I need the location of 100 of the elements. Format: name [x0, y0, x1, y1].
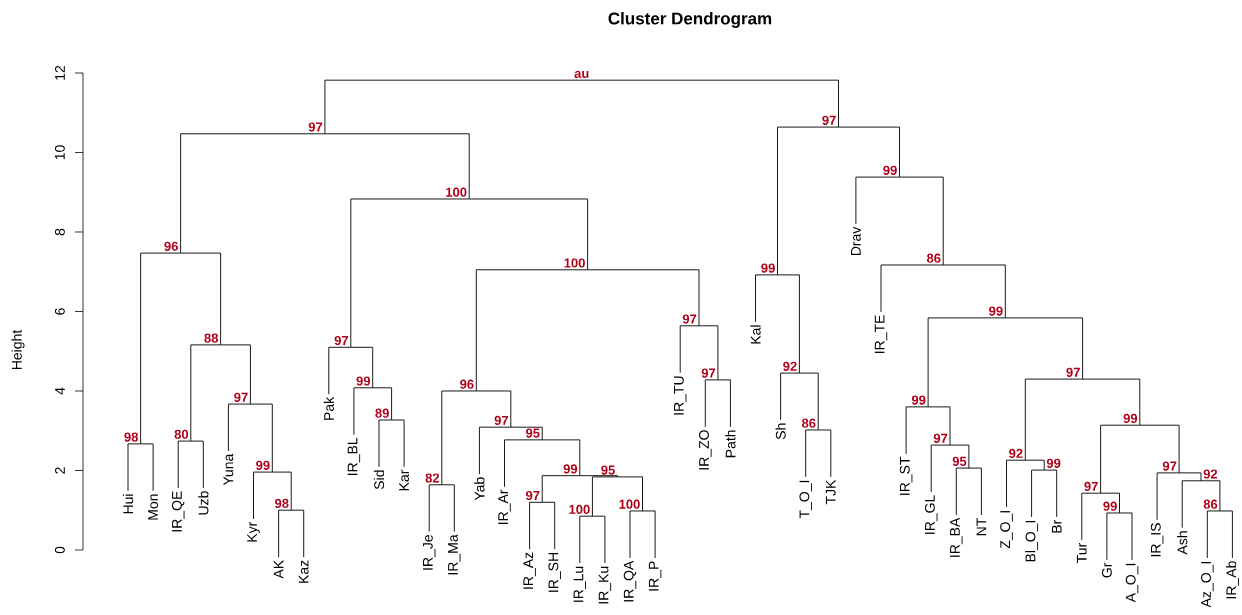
tree-branch — [227, 403, 251, 452]
tree-branch — [350, 198, 470, 348]
leaf-label: T_O_I — [799, 480, 812, 519]
tree-branch — [190, 344, 222, 442]
support-value: 97 — [822, 115, 836, 125]
tree-branch — [140, 443, 154, 492]
tree-branch — [290, 509, 305, 558]
leaf-label: IR_Je — [423, 535, 436, 570]
tree-branch — [180, 252, 222, 346]
support-value: 95 — [952, 456, 967, 466]
tree-branch — [350, 346, 374, 389]
tree-branch — [140, 252, 182, 445]
tree-branch — [1024, 459, 1045, 471]
tree-branch — [698, 325, 719, 381]
support-value: 99 — [761, 263, 775, 273]
support-value: 99 — [989, 306, 1003, 316]
tick-label: 0 — [54, 546, 65, 554]
tree-branch — [855, 176, 900, 225]
support-value: 86 — [801, 418, 816, 428]
leaf-label: Path — [725, 430, 736, 458]
leaf-label: IR_Ab — [1225, 561, 1239, 599]
leaf-label: IR_Ar — [498, 489, 511, 524]
tree-branch — [249, 403, 273, 473]
tick-label: 4 — [55, 387, 65, 395]
leaf-label: TJK — [825, 479, 836, 505]
support-value: 86 — [1203, 499, 1218, 509]
leaf-label: IR_GL — [924, 495, 938, 534]
tree-branch — [717, 379, 731, 428]
tree-branch — [220, 344, 251, 405]
support-value: 97 — [933, 433, 948, 443]
tree-branch — [1043, 469, 1058, 518]
leaf-label: Hui — [122, 494, 134, 514]
tree-branch — [441, 390, 477, 486]
tree-branch — [372, 387, 393, 421]
leaf-label: Z_O_I — [1000, 511, 1013, 549]
tree-branch — [478, 426, 512, 475]
leaf-label: IR_P — [648, 561, 662, 591]
support-value: 100 — [564, 258, 585, 268]
support-value: 100 — [569, 504, 590, 514]
tree-branch — [899, 176, 944, 266]
support-value: 97 — [234, 392, 248, 402]
tree-branch — [529, 501, 543, 550]
leaf-label: Br — [1051, 519, 1062, 533]
support-value: 82 — [425, 473, 440, 483]
tick-label: 10 — [54, 145, 65, 160]
support-value: 88 — [204, 333, 218, 343]
support-value: 97 — [526, 490, 540, 501]
axis-title: Height — [11, 329, 25, 370]
tree-branch — [905, 406, 929, 455]
tree-branch — [1139, 424, 1180, 474]
leaf-label: Ash — [1177, 531, 1188, 555]
tree-branch — [1024, 378, 1084, 461]
tree-branch — [930, 444, 951, 493]
tree-branch — [378, 419, 393, 468]
tree-branch — [1181, 480, 1202, 529]
support-value: 92 — [1009, 448, 1023, 458]
tree-branch — [324, 79, 583, 135]
leaf-label: Kaz — [298, 560, 309, 583]
chart-title: Cluster Dendrogram — [608, 12, 772, 28]
tree-branch — [441, 484, 455, 533]
tree-branch — [642, 510, 656, 559]
support-value: 97 — [682, 314, 697, 324]
tree-branch — [581, 79, 839, 128]
tree-branch — [353, 387, 374, 436]
leaf-label: NT — [976, 518, 987, 536]
support-value: 99 — [563, 464, 578, 474]
leaf-label: IR_ST — [899, 456, 913, 495]
support-value: 99 — [1103, 501, 1117, 511]
support-value: 98 — [124, 432, 138, 442]
tree-branch — [838, 126, 900, 178]
tree-branch — [927, 317, 1006, 408]
leaf-label: IR_BA — [950, 517, 963, 557]
support-value: 97 — [701, 368, 716, 378]
tree-branch — [949, 444, 970, 469]
tree-branch — [127, 443, 142, 492]
leaf-label: Sh — [775, 423, 786, 440]
tree-branch — [591, 476, 618, 517]
leaf-label: Mon — [148, 494, 158, 520]
leaf-label: Kyr — [247, 521, 260, 542]
support-value: 95 — [601, 465, 615, 475]
support-value: 99 — [1046, 458, 1061, 468]
tree-branch — [1219, 510, 1233, 559]
tree-branch — [798, 372, 819, 431]
tree-branch — [880, 264, 944, 313]
support-value: 100 — [619, 499, 640, 509]
tree-branch — [1200, 480, 1221, 512]
tree-branch — [541, 439, 581, 477]
support-value: 98 — [275, 498, 289, 508]
tree-branch — [805, 429, 819, 478]
tree-branch — [579, 475, 618, 478]
tree-branch — [780, 372, 800, 421]
tree-branch — [504, 439, 543, 488]
leaf-label: IR_SH — [548, 553, 561, 592]
support-value: 97 — [334, 335, 349, 346]
leaf-label: Pak — [323, 396, 334, 420]
support-value: 96 — [460, 379, 474, 389]
support-value: 97 — [1162, 461, 1177, 471]
support-value: 86 — [926, 253, 941, 263]
tree-branch — [278, 509, 292, 558]
support-value: 99 — [356, 376, 371, 386]
